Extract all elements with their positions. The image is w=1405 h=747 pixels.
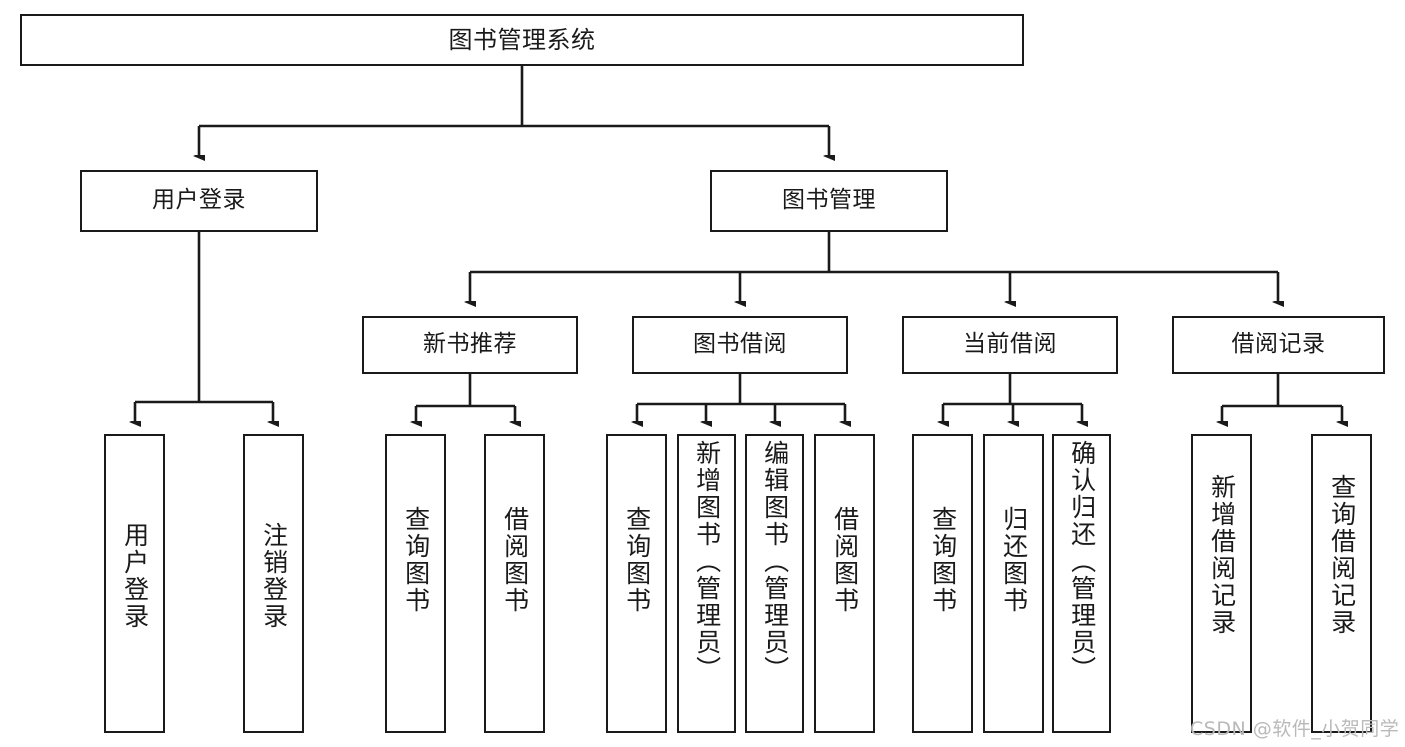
node-leaf-query-book-3-label: 查询图书	[928, 506, 958, 614]
node-current-borrow-label: 当前借阅	[963, 331, 1057, 358]
node-leaf-query-book-2[interactable]: 查询图书	[606, 434, 667, 733]
node-book-mgmt[interactable]: 图书管理	[710, 170, 948, 232]
node-leaf-query-book-1[interactable]: 查询图书	[385, 434, 446, 733]
watermark-text: CSDN @软件_小贺同学	[1190, 718, 1400, 740]
node-leaf-query-book-2-label: 查询图书	[622, 506, 652, 614]
node-leaf-logout[interactable]: 注销登录	[243, 434, 304, 733]
node-book-mgmt-label: 图书管理	[782, 187, 876, 214]
node-leaf-query-book-1-label: 查询图书	[401, 506, 431, 614]
node-leaf-query-record[interactable]: 查询借阅记录	[1311, 434, 1372, 733]
node-leaf-query-book-3[interactable]: 查询图书	[912, 434, 973, 733]
node-leaf-borrow-book-1-label: 借阅图书	[500, 506, 530, 614]
node-leaf-user-login[interactable]: 用户登录	[104, 434, 165, 733]
node-leaf-borrow-book-2-label: 借阅图书	[830, 506, 860, 614]
node-leaf-add-record-label: 新增借阅记录	[1207, 474, 1237, 636]
node-user-login[interactable]: 用户登录	[80, 170, 318, 232]
node-book-borrow-label: 图书借阅	[693, 331, 787, 358]
node-leaf-confirm-return[interactable]: 确认归还（管理员）	[1052, 434, 1111, 733]
node-leaf-return-book[interactable]: 归还图书	[983, 434, 1044, 733]
node-leaf-borrow-book-1[interactable]: 借阅图书	[484, 434, 545, 733]
node-borrow-record-label: 借阅记录	[1231, 331, 1326, 358]
node-user-login-label: 用户登录	[152, 187, 246, 214]
node-root-label: 图书管理系统	[448, 25, 596, 54]
node-leaf-add-record[interactable]: 新增借阅记录	[1191, 434, 1252, 733]
node-leaf-logout-label: 注销登录	[259, 522, 289, 630]
node-leaf-return-book-label: 归还图书	[999, 506, 1029, 614]
node-leaf-borrow-book-2[interactable]: 借阅图书	[814, 434, 875, 733]
node-leaf-confirm-return-label: 确认归还（管理员）	[1067, 440, 1097, 683]
node-new-book-rec[interactable]: 新书推荐	[362, 316, 578, 374]
node-leaf-query-record-label: 查询借阅记录	[1327, 474, 1357, 636]
node-leaf-add-book[interactable]: 新增图书（管理员）	[677, 434, 736, 733]
node-leaf-edit-book-label: 编辑图书（管理员）	[760, 440, 790, 683]
node-leaf-add-book-label: 新增图书（管理员）	[692, 440, 722, 683]
node-leaf-user-login-label: 用户登录	[120, 522, 150, 630]
node-leaf-edit-book[interactable]: 编辑图书（管理员）	[745, 434, 804, 733]
node-root[interactable]: 图书管理系统	[20, 14, 1024, 66]
node-borrow-record[interactable]: 借阅记录	[1172, 316, 1385, 374]
node-new-book-rec-label: 新书推荐	[423, 331, 517, 358]
node-book-borrow[interactable]: 图书借阅	[632, 316, 848, 374]
node-current-borrow[interactable]: 当前借阅	[902, 316, 1118, 374]
